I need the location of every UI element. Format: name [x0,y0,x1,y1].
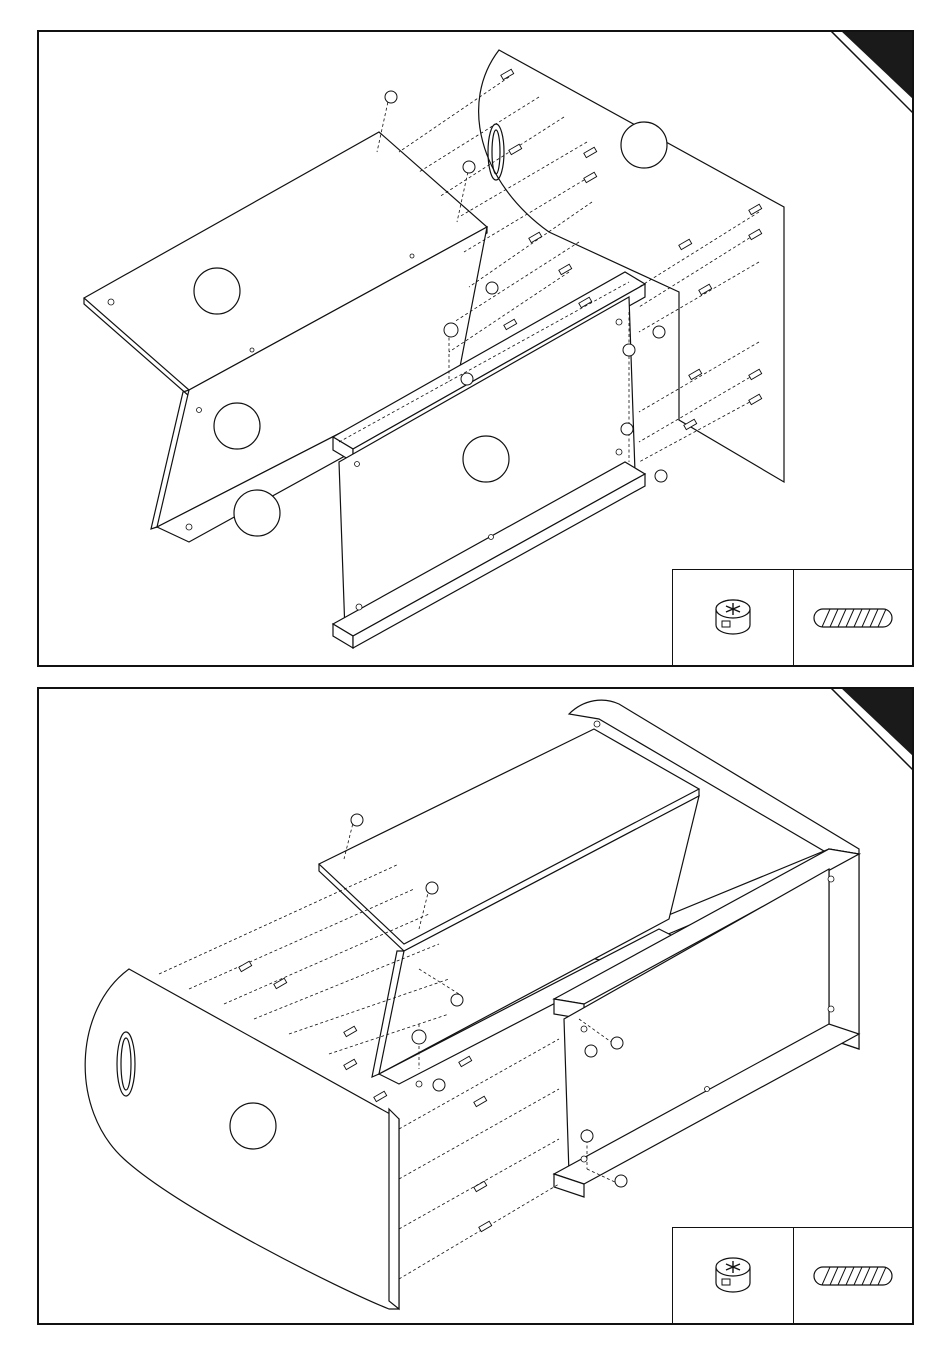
hardware-legend-bottom [672,1227,914,1325]
wooden-dowel-icon [808,603,898,633]
callout-bottom-shelf [234,490,280,536]
callout-top-shelf [194,268,240,314]
cam-lock-fitting-icon [708,1253,758,1299]
assembly-step-top [37,30,914,667]
callout-left-panel [230,1103,276,1149]
legend-cell-dowel [794,1228,914,1324]
legend-cell-dowel [794,570,914,666]
callout-side-panel [621,122,667,168]
legend-cell-cam [673,1228,794,1324]
callout-angled-panel [214,403,260,449]
cam-lock-fitting-icon [708,595,758,641]
hardware-legend-top [672,569,914,667]
wooden-dowel-icon [808,1261,898,1291]
callout-front-frame [463,436,509,482]
assembly-step-bottom [37,687,914,1325]
legend-cell-cam [673,570,794,666]
